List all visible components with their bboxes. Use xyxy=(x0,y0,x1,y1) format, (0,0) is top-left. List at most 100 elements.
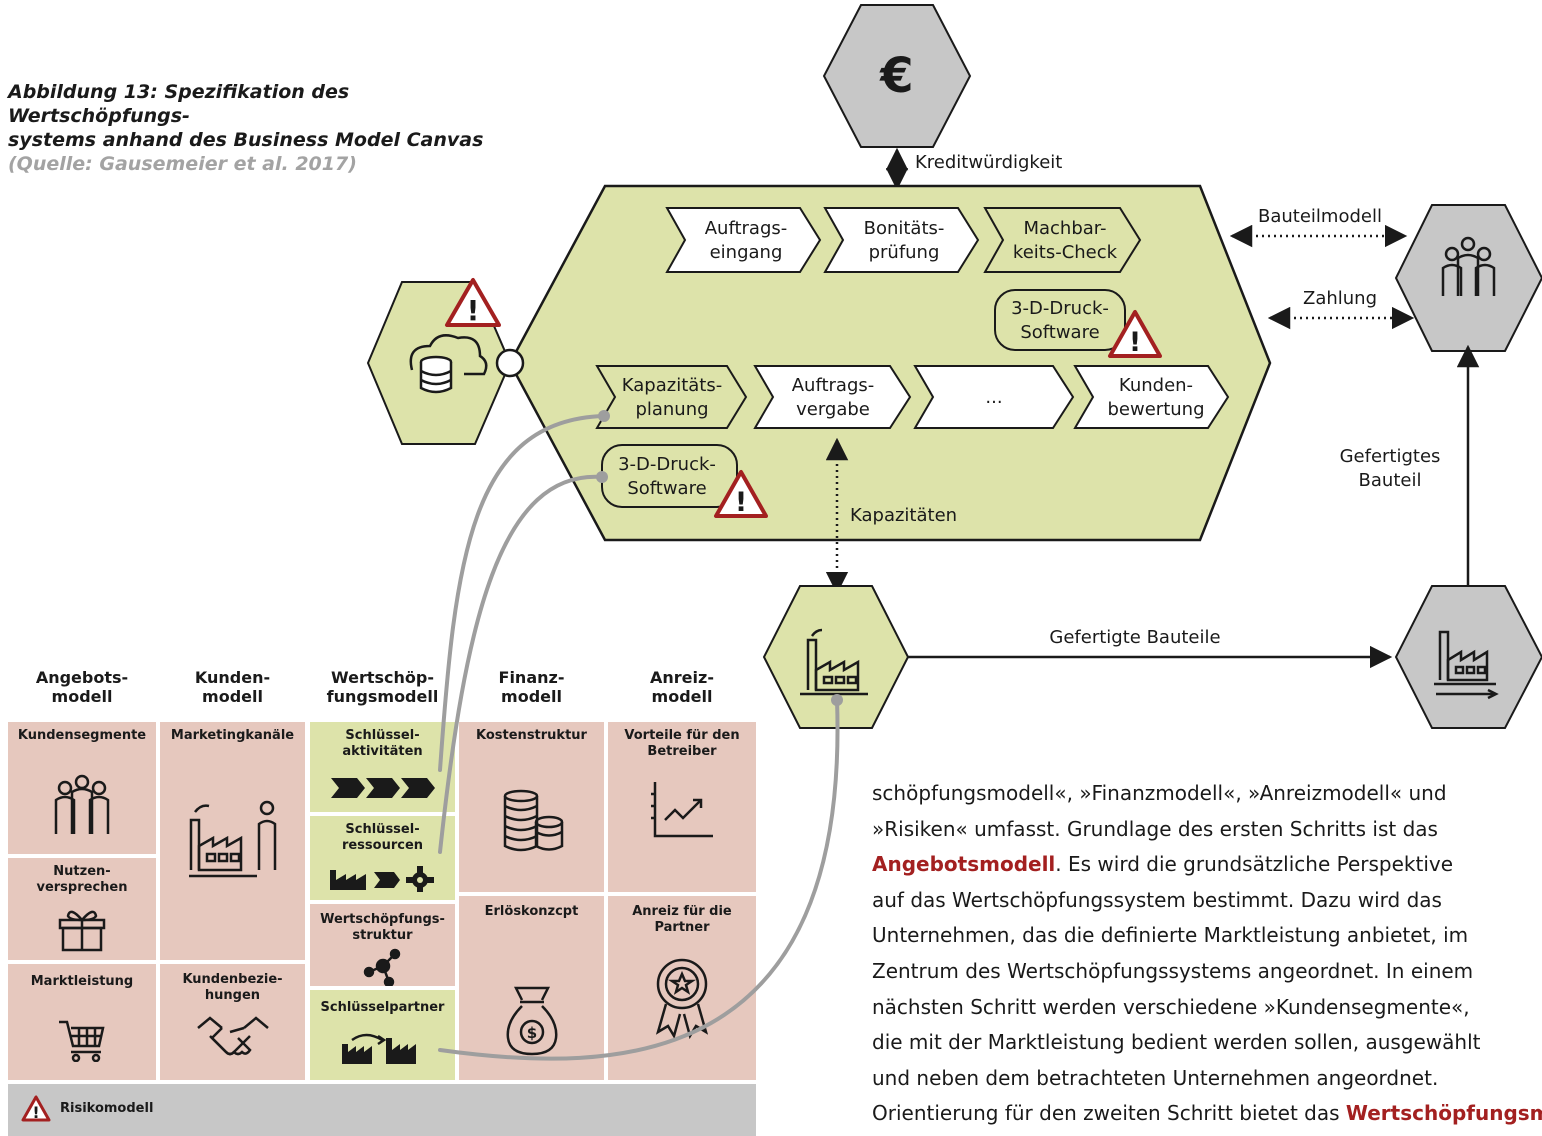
svg-text:bewertung: bewertung xyxy=(1108,399,1205,420)
body-line: Orientierung für den zweiten Schritt bie… xyxy=(872,1096,1542,1132)
customers-hexagon xyxy=(1394,204,1542,352)
svg-text:!: ! xyxy=(735,487,747,518)
money-hexagon: € xyxy=(822,4,972,148)
risk-model-bar: ! Risikomodell xyxy=(8,1084,756,1136)
caption-line-1: Abbildung 13: Spezifikation des Wertschö… xyxy=(8,81,350,127)
money-bag-icon: $ xyxy=(506,986,557,1056)
caption-source: (Quelle: Gausemeier et al. 2017) xyxy=(8,153,357,175)
software-box: 3-D-Druck- Software xyxy=(601,444,738,508)
payment-label: Zahlung xyxy=(1303,288,1377,309)
header-anreizmodell: Anreiz-modell xyxy=(650,668,714,706)
header-finanzmodell: Finanz-modell xyxy=(498,668,565,706)
cell-schluesselaktivitaeten: Schlüssel-aktivitäten xyxy=(310,722,455,812)
coins-icon xyxy=(503,789,563,852)
cell-schluesselressourcen: Schlüssel-ressourcen xyxy=(310,816,455,900)
cell-kundensegmente: Kundensegmente xyxy=(8,722,156,854)
manufactured-part-label-2: Bauteil xyxy=(1359,470,1422,491)
process-step: Machbar- keits-Check xyxy=(983,207,1142,273)
body-line: Zentrum des Wertschöpfungssystems angeor… xyxy=(872,958,1474,983)
process-step: Kapazitäts- planung xyxy=(595,365,748,429)
cell-schluesselpartner: Schlüsselpartner xyxy=(310,990,455,1080)
body-line: auf das Wertschöpfungssystem bestimmt. D… xyxy=(872,887,1442,912)
svg-text:3-D-Druck-: 3-D-Druck- xyxy=(618,454,716,475)
warning-icon: ! xyxy=(21,1095,51,1122)
supplier-hexagon xyxy=(1394,585,1542,729)
body-emphasis: Wertschöpfungsmodell xyxy=(1345,1101,1542,1126)
svg-text:!: ! xyxy=(467,294,480,327)
process-step: Auftrags- eingang xyxy=(665,207,822,273)
header-angebotsmodell: Angebots-modell xyxy=(35,668,129,706)
body-text: schöpfungsmodell«, »Finanzmodell«, »Anre… xyxy=(872,776,1542,1132)
header-wertschoepfungsmodell: Wertschöp-fungsmodell xyxy=(326,668,439,706)
svg-text:...: ... xyxy=(985,387,1002,408)
process-step: Kunden- bewertung xyxy=(1073,365,1230,429)
manufactured-parts-label: Gefertigte Bauteile xyxy=(1049,627,1220,648)
gift-icon xyxy=(58,910,106,952)
svg-text:Kunden-: Kunden- xyxy=(1119,375,1193,396)
process-step: Bonitäts- prüfung xyxy=(823,207,980,273)
database-icon xyxy=(419,355,453,394)
factory-person-icon xyxy=(188,800,276,878)
handshake-icon xyxy=(196,1016,269,1056)
cell-marketingkanaele: Marketingkanäle xyxy=(160,722,305,960)
svg-text:keits-Check: keits-Check xyxy=(1013,242,1118,263)
body-line: nächsten Schritt werden verschiedene »Ku… xyxy=(872,994,1470,1019)
svg-text:Machbar-: Machbar- xyxy=(1023,218,1106,239)
warning-icon: ! xyxy=(714,470,768,518)
people-icon xyxy=(1441,236,1496,296)
body-line: Unternehmen, das die definierte Marktlei… xyxy=(872,923,1469,948)
process-step: ... xyxy=(913,365,1075,429)
factory-output-icon xyxy=(1434,630,1499,700)
svg-text:Auftrags-: Auftrags- xyxy=(792,375,875,396)
svg-text:$: $ xyxy=(526,1024,536,1042)
manufactured-part-label-1: Gefertigtes xyxy=(1340,446,1441,467)
svg-text:!: ! xyxy=(32,1103,39,1122)
cell-wertschoepfungsstruktur: Wertschöpfungs-struktur xyxy=(310,904,455,986)
svg-text:eingang: eingang xyxy=(710,242,783,263)
cell-nutzenversprechen: Nutzen-versprechen xyxy=(8,858,156,960)
process-step: Auftrags- vergabe xyxy=(753,365,912,429)
factory-hexagon xyxy=(762,585,910,729)
svg-text:!: ! xyxy=(1129,327,1141,358)
body-line: und neben dem betrachteten Unternehmen a… xyxy=(872,1065,1439,1090)
warning-icon: ! xyxy=(445,278,501,327)
caption-line-2: systems anhand des Business Model Canvas xyxy=(8,129,484,151)
process-chevrons-icon xyxy=(330,778,435,798)
connector-node xyxy=(495,348,525,378)
body-line: die mit der Marktleistung bedient werden… xyxy=(872,1030,1481,1055)
cell-kostenstruktur: Kostenstruktur xyxy=(459,722,604,892)
cloud-database-icon xyxy=(409,334,488,376)
svg-text:3-D-Druck-: 3-D-Druck- xyxy=(1011,298,1109,319)
body-line: »Risiken« umfasst. Grundlage des ersten … xyxy=(872,816,1438,841)
cell-erloeskonzept: Erlöskonzcpt $ xyxy=(459,896,604,1080)
risk-model-label: Risikomodell xyxy=(60,1101,154,1116)
svg-text:Software: Software xyxy=(1020,322,1099,343)
svg-text:Bonitäts-: Bonitäts- xyxy=(864,218,945,239)
value-system-diagram: € Kreditwürdigkeit ! Auftrags- xyxy=(366,4,1542,729)
shopping-cart-icon xyxy=(59,1020,105,1062)
svg-text:Kapazitäts-: Kapazitäts- xyxy=(622,375,722,396)
component-model-label: Bauteilmodell xyxy=(1258,206,1382,227)
capacities-label: Kapazitäten xyxy=(850,505,957,526)
body-line: Angebotsmodell. Es wird die grundsätzlic… xyxy=(872,852,1454,877)
partner-factories-icon xyxy=(341,1033,416,1064)
svg-text:Software: Software xyxy=(627,478,706,499)
growth-chart-icon xyxy=(651,782,713,838)
body-line: schöpfungsmodell«, »Finanzmodell«, »Anre… xyxy=(872,781,1447,805)
svg-text:planung: planung xyxy=(635,399,708,420)
header-kundenmodell: Kunden-modell xyxy=(194,668,271,706)
cell-kundenbeziehungen: Kundenbezie-hungen xyxy=(160,964,305,1080)
warning-icon: ! xyxy=(1108,310,1162,358)
software-box: 3-D-Druck- Software xyxy=(994,289,1126,351)
credit-label: Kreditwürdigkeit xyxy=(915,152,1062,173)
svg-text:Auftrags-: Auftrags- xyxy=(705,218,788,239)
people-icon xyxy=(54,774,110,834)
figure-caption: Abbildung 13: Spezifikation des Wertschö… xyxy=(8,80,528,176)
resources-icon xyxy=(329,866,434,892)
svg-text:prüfung: prüfung xyxy=(869,242,940,263)
award-badge-icon xyxy=(655,958,709,1040)
cell-marktleistung: Marktleistung xyxy=(8,964,156,1080)
